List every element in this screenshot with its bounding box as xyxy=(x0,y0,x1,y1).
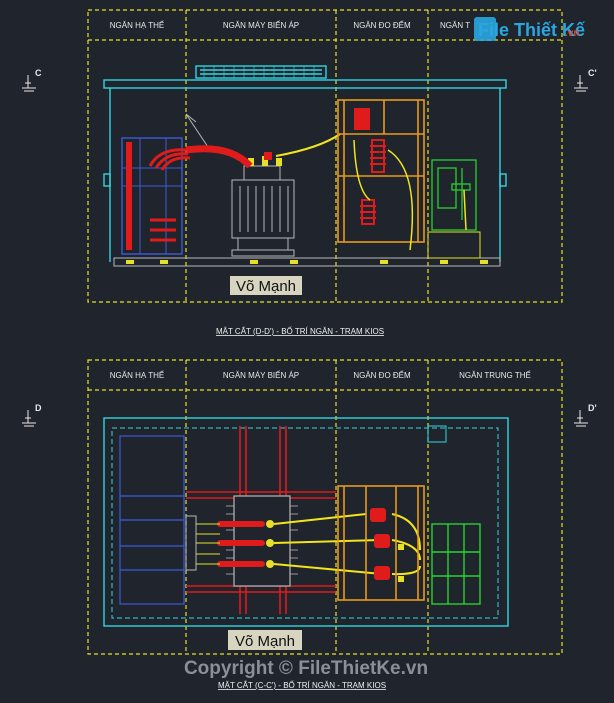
top-roof-vent xyxy=(203,66,315,78)
top-metering-frame xyxy=(337,99,425,251)
top-label-transformer: NGĂN MÁY BIẾN ÁP xyxy=(223,20,299,30)
top-label-low-voltage: NGĂN HẠ THẾ xyxy=(110,20,165,30)
bottom-label-medium-voltage: NGĂN TRUNG THẾ xyxy=(459,370,531,380)
bottom-label-metering: NGĂN ĐO ĐẾM xyxy=(353,370,411,380)
top-low-voltage-board xyxy=(121,137,191,255)
bottom-author-tag: Võ Mạnh xyxy=(228,630,302,650)
bottom-cut-mark-left: D xyxy=(22,403,42,427)
top-label-medium-voltage: NGĂN T xyxy=(440,21,470,30)
bottom-label-low-voltage: NGĂN HẠ THẾ xyxy=(110,370,165,380)
bottom-caption: MẶT CẮT (C-C') - BỐ TRÍ NGĂN - TRẠM KIOS xyxy=(218,680,386,690)
bottom-medium-voltage-cubicle xyxy=(431,523,481,605)
bottom-transformer xyxy=(185,495,298,587)
bottom-mark-right-text: D' xyxy=(588,403,597,413)
top-transformer xyxy=(185,113,295,257)
top-base-rail xyxy=(113,257,501,267)
bottom-low-voltage-boards xyxy=(119,435,185,605)
copyright-watermark: Copyright © FileThietKe.vn xyxy=(184,658,428,679)
top-cable-to-metering xyxy=(275,133,341,157)
bottom-kiosk-plan xyxy=(103,417,509,627)
top-author-tag: Võ Mạnh xyxy=(230,276,302,295)
bottom-label-transformer: NGĂN MÁY BIẾN ÁP xyxy=(223,370,299,380)
top-author-text: Võ Mạnh xyxy=(236,278,296,295)
bottom-mark-left-text: D xyxy=(35,403,42,413)
bottom-author-text: Võ Mạnh xyxy=(235,633,295,650)
top-mark-right-text: C' xyxy=(588,68,597,78)
top-kiosk-shell xyxy=(103,65,507,262)
section-top: NGĂN HẠ THẾ NGĂN MÁY BIẾN ÁP NGĂN ĐO ĐẾM… xyxy=(22,9,597,336)
section-bottom: NGĂN HẠ THẾ NGĂN MÁY BIẾN ÁP NGĂN ĐO ĐẾM… xyxy=(22,359,597,690)
top-medium-voltage-cubicle xyxy=(427,159,481,259)
top-cut-mark-left: C xyxy=(22,68,42,92)
top-caption: MẶT CẮT (D-D') - BỐ TRÍ NGĂN - TRẠM KIOS xyxy=(216,326,384,336)
logo-text: File Thiết Kế xyxy=(478,20,586,40)
bottom-cables xyxy=(273,513,421,576)
top-cut-mark-right: C' xyxy=(574,68,597,92)
logo-watermark: File Thiết Kế .vn xyxy=(474,17,586,41)
top-label-metering: NGĂN ĐO ĐẾM xyxy=(353,20,411,30)
bottom-metering-frame xyxy=(337,485,425,601)
bottom-compartment-frame xyxy=(87,359,563,655)
logo-suffix: .vn xyxy=(565,28,579,39)
bottom-cut-mark-right: D' xyxy=(574,403,597,427)
top-mark-left-text: C xyxy=(35,68,42,78)
